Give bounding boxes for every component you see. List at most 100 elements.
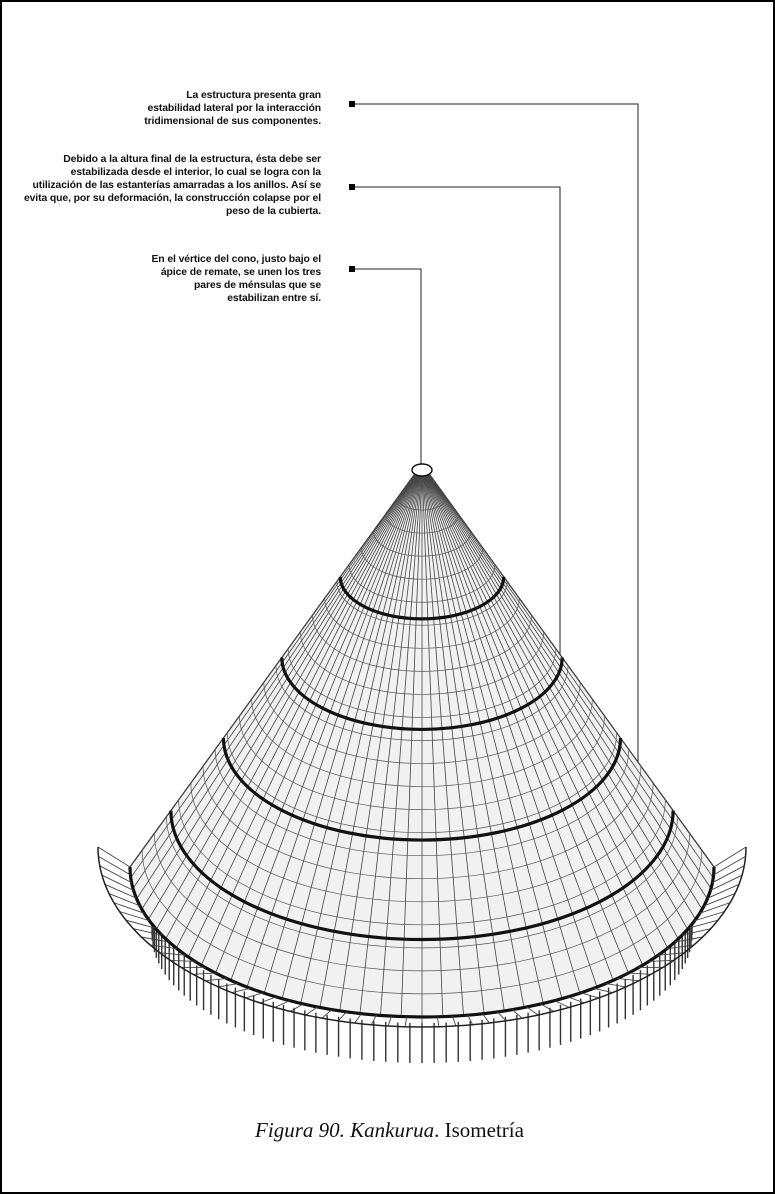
skirt-rib [289,1003,304,1012]
annotation-line: tridimensional de sus componentes. [144,116,321,127]
leader-line-1 [353,103,639,837]
skirt-rib [108,893,141,907]
skirt-rib [141,936,170,943]
cone-ring [324,598,520,649]
annotation-line: peso de la cubierta. [225,206,321,217]
leader-marker-start-3 [349,266,355,272]
annotation-cone-apex: En el vértice del cono, justo bajo el áp… [101,253,321,305]
skirt-rib [703,893,736,907]
skirt-rib [658,952,685,956]
skirt-rib [354,1013,362,1024]
skirt-rib [305,1006,318,1016]
skirt-rib [404,1016,408,1027]
skirt-rib [674,936,703,943]
cone-ring [202,766,642,880]
skirt-rib [218,983,239,988]
skirt-rib [104,884,137,899]
skirt-rib [97,846,131,868]
skirt-rib [467,1014,474,1025]
annotation-line: estabilizada desde el interior, lo cual … [70,167,321,178]
skirt-rib [98,856,131,876]
figure-caption: Figura 90. Kankurua. Isometría [2,1118,775,1143]
annotation-line: pares de ménsulas que se [194,280,321,291]
skirt-rib [554,1000,570,1008]
structural-hoop [280,657,564,731]
skirt-rib [99,865,132,884]
skirt-rib [688,919,719,929]
skirt-rib [694,911,725,922]
leader-marker-start-1 [349,101,355,107]
skirt-rib [337,1011,347,1022]
cone-ring [287,648,557,718]
skirt-edge [97,846,747,1028]
skirt-rib [321,1009,333,1019]
annotation-line: utilización de las estanterías amarradas… [32,180,321,191]
annotation-line: estabilizan entre sí. [227,293,321,304]
annotation-line: Debido a la altura final de la estructur… [63,154,321,165]
caption-figure-number: Figura 90. [255,1118,345,1142]
skirt-rib [436,1016,440,1027]
apex-cap [411,463,433,477]
skirt-rib [387,1016,392,1027]
skirt-rib [274,1000,290,1008]
caption-rest: . Isometría [434,1118,524,1142]
skirt-rib [593,987,613,994]
cone-ring [360,547,484,580]
skirt-rib [628,972,652,975]
structural-hoop [128,866,716,1019]
skirt-rib [699,902,731,914]
skirt-rib [133,928,162,936]
leader-marker-start-2 [349,184,355,190]
cone-ring [141,850,703,995]
skirt-rib [113,902,145,914]
skirt-rib [259,996,277,1004]
cone-ring [385,514,459,534]
skirt-rib [125,919,156,929]
cone-ring [336,581,508,626]
cone-ring [226,732,618,833]
cone-ring [214,749,630,857]
leader-line-2 [353,186,561,829]
annotation-line: evita que, por su deformación, la constr… [23,193,321,204]
cone-ring [166,816,678,949]
cone-ring [153,833,691,972]
annotation-line: En el vértice del cono, justo bajo el [151,254,321,265]
skirt-rib [617,978,639,982]
skirt-rib [482,1013,490,1024]
structural-hoop [221,738,623,842]
skirt-rib [682,928,711,936]
cone-ring [299,631,545,695]
cone-ring [312,615,532,672]
leader-line-3 [353,268,422,465]
skirt-rib [452,1016,457,1027]
leader-lines [353,103,639,837]
skirt-rib [567,996,585,1004]
cone-ring [397,497,447,511]
skirt-rib [511,1009,523,1019]
skirt-rib [648,959,674,962]
cone-ring [190,783,654,903]
cone-ring [372,531,472,557]
skirt-rib [150,944,178,950]
skirt-rib [707,884,740,899]
skirt-rib [666,944,694,950]
cone-ring [178,799,666,926]
cone-structure [97,462,747,1063]
skirt-rib [101,874,134,891]
caption-name: Kankurua [350,1118,435,1142]
skirt-rib [159,952,186,956]
annotation-line: La estructura presenta gran [186,90,321,101]
skirt-rib [245,992,264,999]
annotation-line: estabilidad lateral por la interacción [147,103,322,114]
skirt-rib [540,1003,555,1012]
cone-ring [263,682,581,764]
cone-ring [251,699,593,787]
skirt-rib [231,987,251,994]
skirt-rib [170,959,196,962]
skirt-rib [526,1006,539,1016]
cone-ring [409,480,435,488]
annotation-interior-stabilization: Debido a la altura final de la estructur… [0,153,321,218]
skirt-rib [713,846,747,868]
